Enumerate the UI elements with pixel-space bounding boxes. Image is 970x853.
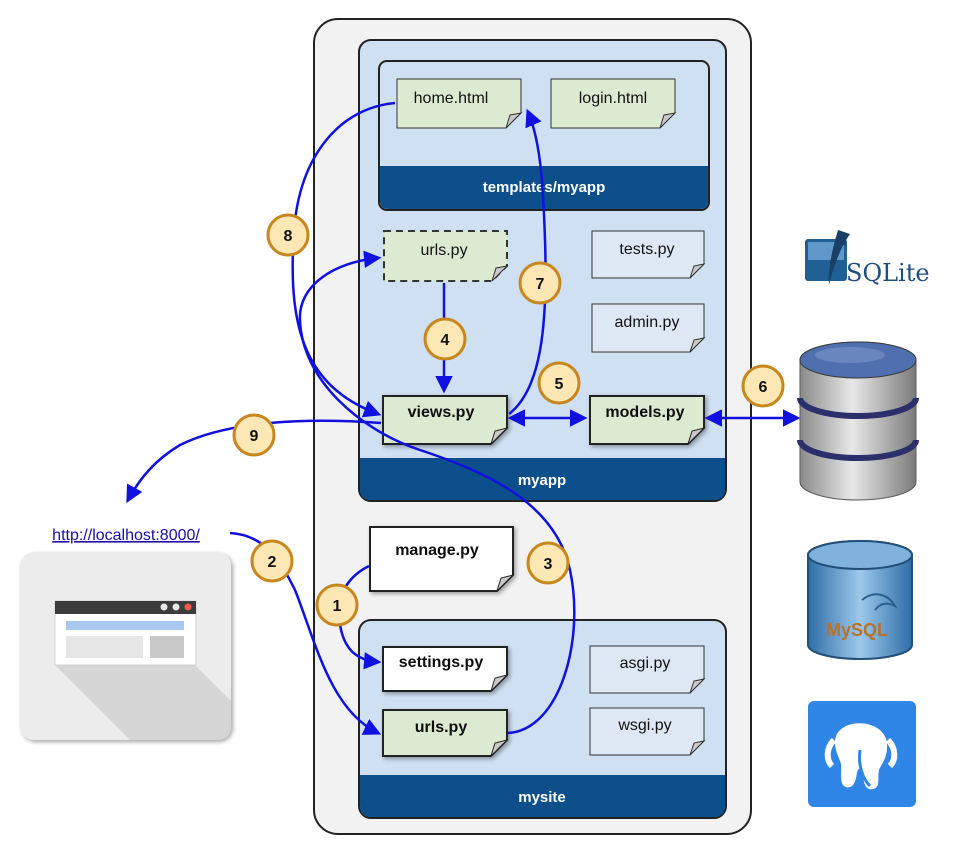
file-settings[interactable]: settings.py xyxy=(382,646,509,692)
file-models-label: models.py xyxy=(605,404,684,421)
localhost-url-link[interactable]: http://localhost:8000/ xyxy=(52,527,200,544)
svg-text:5: 5 xyxy=(555,376,564,393)
svg-text:1: 1 xyxy=(333,598,342,615)
svg-text:2: 2 xyxy=(268,554,277,571)
step-badge-2: 2 xyxy=(250,539,294,583)
arrow-step-9 xyxy=(126,419,382,504)
step-badge-4: 4 xyxy=(423,317,467,361)
step-badge-8: 8 xyxy=(266,213,310,257)
file-manage[interactable]: manage.py xyxy=(369,526,515,592)
database-icon xyxy=(797,341,919,501)
file-asgi[interactable]: asgi.py xyxy=(589,645,706,694)
file-admin-label: admin.py xyxy=(615,314,680,331)
mysite-bar-label: mysite xyxy=(518,789,566,806)
file-tests-label: tests.py xyxy=(619,241,674,258)
file-login-html-label: login.html xyxy=(579,90,647,107)
arrow-step-3 xyxy=(298,250,576,735)
svg-text:3: 3 xyxy=(544,556,553,573)
file-site-urls-label: urls.py xyxy=(415,719,468,736)
file-app-urls-label: urls.py xyxy=(420,242,467,259)
file-asgi-label: asgi.py xyxy=(620,655,671,672)
file-admin[interactable]: admin.py xyxy=(591,303,706,353)
browser-icon xyxy=(20,552,231,740)
mysql-logo: MySQL xyxy=(807,540,913,660)
file-views[interactable]: views.py xyxy=(382,395,509,445)
step-badge-6: 6 xyxy=(741,364,785,408)
file-models[interactable]: models.py xyxy=(589,395,706,445)
file-views-label: views.py xyxy=(408,404,475,421)
file-tests[interactable]: tests.py xyxy=(591,230,706,279)
sqlite-logo: SQLite xyxy=(805,230,930,287)
myapp-bar-label: myapp xyxy=(518,472,566,489)
step-badge-5: 5 xyxy=(537,361,581,405)
file-wsgi-label: wsgi.py xyxy=(617,717,671,734)
file-app-urls[interactable]: urls.py xyxy=(383,230,509,282)
svg-text:9: 9 xyxy=(250,428,259,445)
svg-text:6: 6 xyxy=(759,379,768,396)
arrow-step-7 xyxy=(508,108,547,415)
svg-text:8: 8 xyxy=(284,228,293,245)
step-badges: 1 2 3 4 5 6 7 8 xyxy=(232,213,785,627)
file-site-urls[interactable]: urls.py xyxy=(382,709,509,757)
file-home-html[interactable]: home.html xyxy=(396,78,523,129)
mysql-wordmark: MySQL xyxy=(826,620,888,640)
step-badge-3: 3 xyxy=(526,541,570,585)
file-wsgi[interactable]: wsgi.py xyxy=(589,707,706,756)
svg-text:7: 7 xyxy=(536,276,545,293)
file-home-html-label: home.html xyxy=(414,90,489,107)
step-badge-1: 1 xyxy=(315,583,359,627)
svg-text:4: 4 xyxy=(441,332,450,349)
templates-bar-label: templates/myapp xyxy=(483,179,606,196)
file-manage-label: manage.py xyxy=(395,542,479,559)
postgresql-logo xyxy=(808,701,916,807)
file-login-html[interactable]: login.html xyxy=(550,78,677,129)
sqlite-wordmark: SQLite xyxy=(846,259,930,287)
file-settings-label: settings.py xyxy=(399,654,484,671)
step-badge-7: 7 xyxy=(518,261,562,305)
step-badge-9: 9 xyxy=(232,413,276,457)
